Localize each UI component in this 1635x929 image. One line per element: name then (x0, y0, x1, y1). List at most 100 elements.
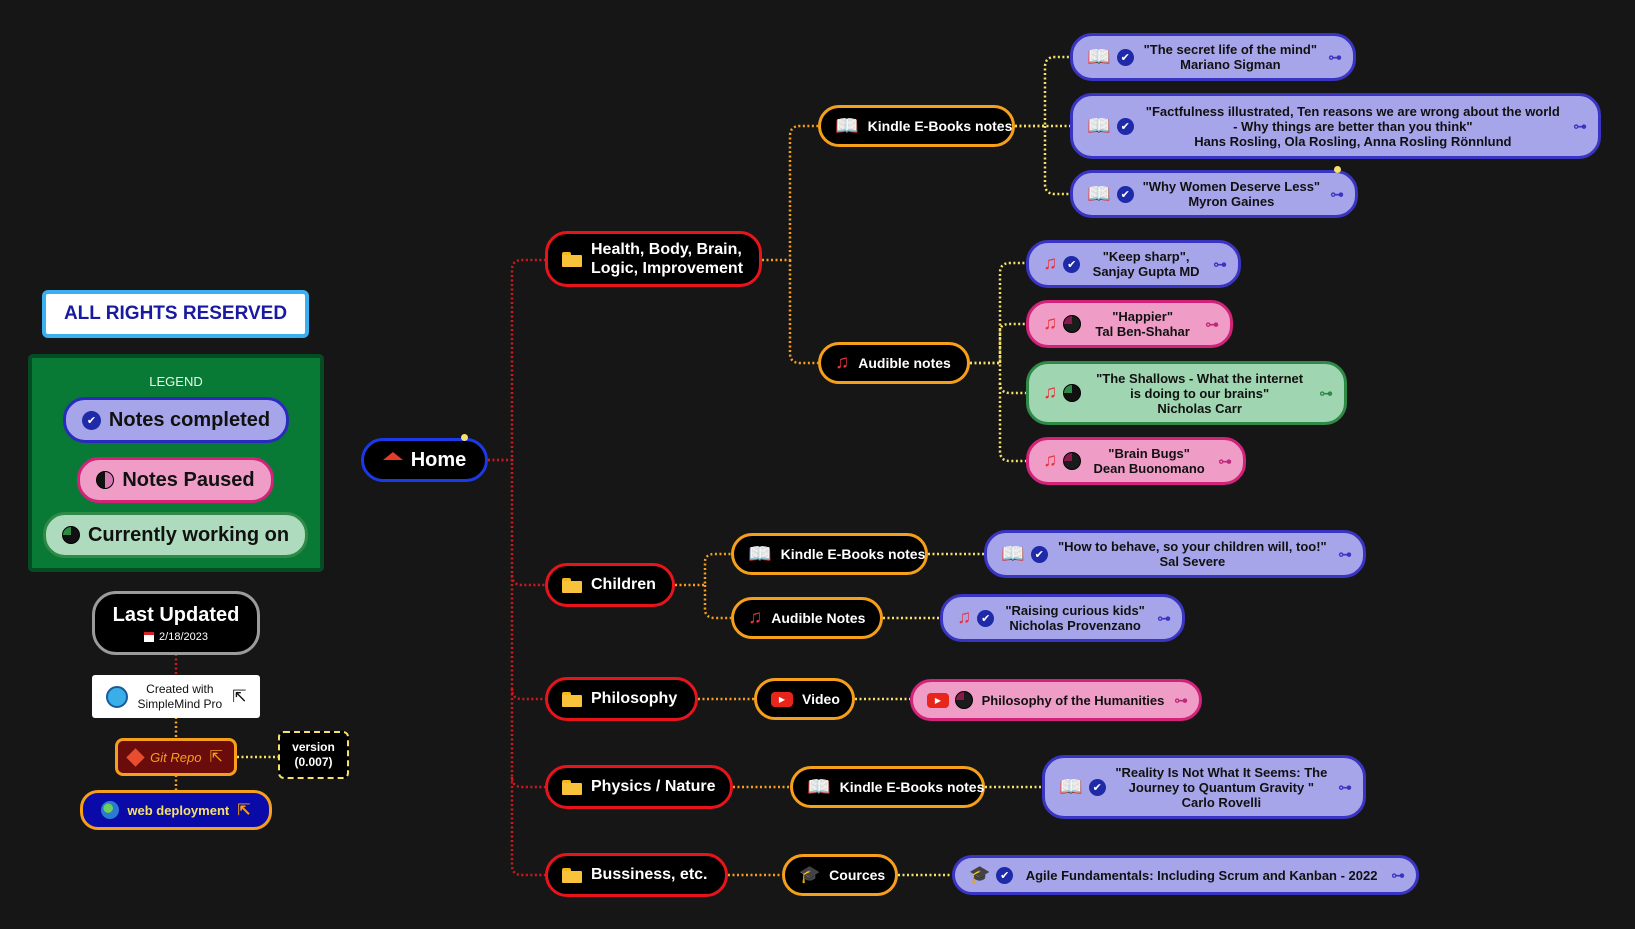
leaf-author: Hans Rosling, Ola Rosling, Anna Rosling … (1194, 133, 1512, 149)
leaf-subtitle: Journey to Quantum Gravity " (1128, 779, 1314, 795)
leaf-title: "Brain Bugs" (1108, 446, 1190, 461)
category-physics[interactable]: Physics / Nature (545, 765, 733, 809)
leaf-brain-bugs[interactable]: ♫ "Brain Bugs" Dean Buonomano ⊶ (1026, 437, 1246, 485)
category-children[interactable]: Children (545, 563, 675, 607)
leaf-shallows[interactable]: ♫ "The Shallows - What the internet is d… (1026, 361, 1347, 425)
legend-working-label: Currently working on (87, 523, 290, 546)
sub-philosophy-video[interactable]: ▶ Video (754, 678, 855, 720)
sub-health-audible-label: Audible notes (858, 355, 951, 371)
music-note-icon: ♫ (1043, 253, 1058, 274)
music-note-icon: ♫ (957, 607, 972, 628)
simplemind-logo-icon (105, 685, 128, 708)
category-physics-label: Physics / Nature (591, 778, 716, 795)
book-icon: 📖 (1087, 184, 1111, 205)
hierarchy-icon: ⊶ (1213, 255, 1227, 272)
hierarchy-icon: ⊶ (1157, 609, 1171, 626)
paused-status-icon (1063, 452, 1082, 470)
book-icon: 📖 (835, 116, 859, 137)
check-icon: ✔ (996, 866, 1014, 884)
folder-icon (562, 867, 582, 883)
leaf-title: "Factfulness illustrated, Ten reasons we… (1145, 103, 1560, 119)
leaf-author: Sal Severe (1159, 554, 1226, 569)
leaf-title: Agile Fundamentals: Including Scrum and … (1025, 867, 1378, 883)
graduation-cap-icon: 🎓 (799, 865, 821, 884)
git-repo-link[interactable]: Git Repo ⇱ (115, 738, 237, 776)
leaf-author: Dean Buonomano (1093, 461, 1205, 476)
leaf-secret-life[interactable]: 📖 ✔ "The secret life of the mind" Marian… (1070, 33, 1356, 81)
leaf-title: "Keep sharp", (1102, 249, 1190, 264)
home-label: Home (410, 448, 467, 471)
hierarchy-icon: ⊶ (1338, 778, 1352, 795)
version-badge: version (0.007) (278, 731, 349, 779)
music-note-icon: ♫ (1043, 382, 1058, 403)
check-icon: ✔ (81, 410, 101, 430)
calendar-icon (144, 631, 155, 642)
category-health[interactable]: Health, Body, Brain, Logic, Improvement (545, 231, 762, 287)
check-icon: ✔ (1088, 778, 1106, 796)
graduation-cap-icon: 🎓 (969, 865, 991, 884)
sub-health-kindle-label: Kindle E-Books notes (867, 118, 1013, 134)
globe-icon (101, 801, 120, 819)
leaf-philosophy-humanities[interactable]: ▶ Philosophy of the Humanities ⊶ (910, 679, 1202, 721)
sub-physics-kindle[interactable]: 📖 Kindle E-Books notes (790, 766, 985, 808)
leaf-how-to-behave[interactable]: 📖 ✔ "How to behave, so your children wil… (984, 530, 1366, 578)
leaf-author: Myron Gaines (1188, 194, 1275, 209)
half-circle-icon (96, 471, 115, 489)
sub-children-kindle[interactable]: 📖 Kindle E-Books notes (731, 533, 928, 575)
category-business[interactable]: Bussiness, etc. (545, 853, 728, 897)
progress-circle-icon (61, 526, 80, 544)
external-link-icon: ⇱ (209, 749, 223, 766)
leaf-agile-fundamentals[interactable]: 🎓 ✔ Agile Fundamentals: Including Scrum … (952, 855, 1419, 895)
leaf-title: "Happier" (1112, 309, 1173, 324)
leaf-happier[interactable]: ♫ "Happier" Tal Ben-Shahar ⊶ (1026, 300, 1233, 348)
simplemind-link[interactable]: Created with SimpleMind Pro ⇱ (92, 675, 260, 718)
folder-icon (562, 779, 582, 795)
check-icon: ✔ (1116, 48, 1134, 66)
sub-children-audible[interactable]: ♫ Audible Notes (731, 597, 883, 639)
hierarchy-icon: ⊶ (1391, 866, 1405, 883)
leaf-title: "How to behave, so your children will, t… (1057, 539, 1327, 554)
youtube-icon: ▶ (927, 692, 949, 708)
folder-icon (562, 251, 582, 267)
house-icon (382, 452, 403, 460)
hierarchy-icon: ⊶ (1174, 691, 1188, 708)
created-line1: Created with (146, 681, 214, 696)
book-icon: 📖 (1087, 47, 1111, 68)
sub-business-cources[interactable]: 🎓 Cources (782, 854, 898, 896)
leaf-title: "The Shallows - What the internet (1096, 370, 1304, 386)
leaf-factfulness[interactable]: 📖 ✔ "Factfulness illustrated, Ten reason… (1070, 93, 1601, 159)
youtube-icon: ▶ (771, 691, 793, 707)
category-business-label: Bussiness, etc. (591, 866, 708, 883)
hierarchy-icon: ⊶ (1328, 48, 1342, 65)
hierarchy-icon: ⊶ (1573, 117, 1587, 134)
version-number: (0.007) (294, 755, 333, 769)
working-status-icon (1063, 384, 1082, 402)
leaf-reality-not-what-it-seems[interactable]: 📖 ✔ "Reality Is Not What It Seems: The J… (1042, 755, 1366, 819)
legend-completed: ✔ Notes completed (63, 397, 289, 443)
hierarchy-icon: ⊶ (1205, 315, 1219, 332)
book-icon: 📖 (1001, 544, 1025, 565)
last-updated-date: 2/18/2023 (159, 630, 208, 643)
legend-title: LEGEND (149, 374, 203, 389)
leaf-raising-curious-kids[interactable]: ♫ ✔ "Raising curious kids" Nicholas Prov… (940, 594, 1185, 642)
check-icon: ✔ (977, 609, 995, 627)
category-philosophy[interactable]: Philosophy (545, 677, 698, 721)
leaf-women-deserve-less[interactable]: 📖 ✔ "Why Women Deserve Less" Myron Gaine… (1070, 170, 1358, 218)
music-note-icon: ♫ (748, 607, 763, 628)
paused-status-icon (1063, 315, 1082, 333)
home-node[interactable]: Home (361, 438, 488, 482)
category-health-line1: Health, Body, Brain, (591, 241, 742, 258)
leaf-title: Philosophy of the Humanities (981, 692, 1165, 708)
last-updated-title: Last Updated (112, 603, 240, 626)
leaf-keep-sharp[interactable]: ♫ ✔ "Keep sharp", Sanjay Gupta MD ⊶ (1026, 240, 1241, 288)
check-icon: ✔ (1116, 185, 1134, 203)
sub-health-kindle[interactable]: 📖 Kindle E-Books notes (818, 105, 1015, 147)
music-note-icon: ♫ (1043, 450, 1058, 471)
sub-health-audible[interactable]: ♫ Audible notes (818, 342, 970, 384)
leaf-author: Carlo Rovelli (1181, 794, 1262, 810)
leaf-title: "Why Women Deserve Less" (1142, 179, 1321, 194)
paused-status-icon (955, 691, 973, 709)
web-deployment-link[interactable]: web deployment ⇱ (80, 790, 272, 830)
sub-business-cources-label: Cources (829, 867, 886, 883)
